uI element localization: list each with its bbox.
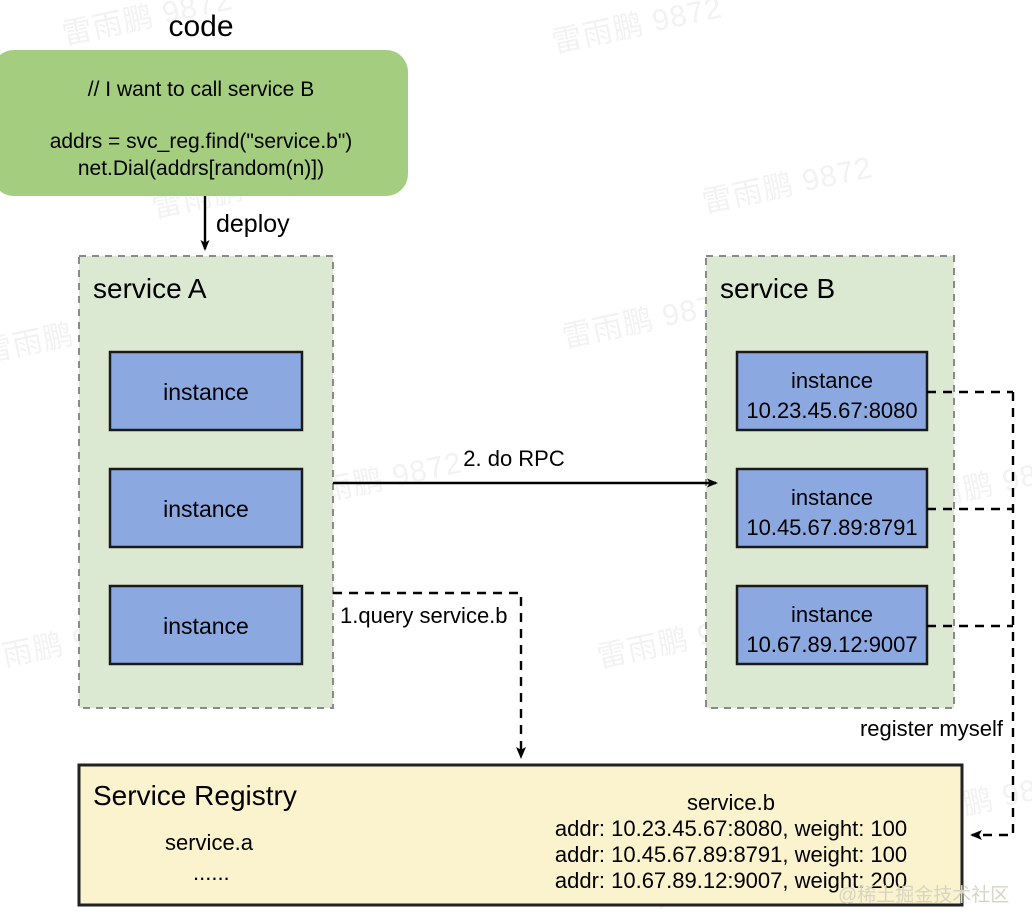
code-line-2: net.Dial(addrs[random(n)]) [78, 157, 324, 180]
registry-left-service: service.a [165, 830, 254, 855]
code-line-1: addrs = svc_reg.find("service.b") [50, 130, 353, 153]
instance-address: 10.67.89.12:9007 [746, 632, 917, 657]
registry-entry-1: addr: 10.23.45.67:8080, weight: 100 [555, 816, 907, 841]
instance-box[interactable] [108, 467, 304, 549]
rpc-edge: 2. do RPC [333, 446, 718, 488]
instance-address: 10.45.67.89:8791 [746, 515, 917, 540]
rpc-label: 2. do RPC [463, 446, 565, 471]
service-b-title: service B [720, 273, 835, 304]
instance-label: instance [163, 496, 249, 522]
register-trunk-arrow [970, 392, 1015, 840]
code-block-body [0, 50, 408, 196]
registry-entry-3: addr: 10.67.89.12:9007, weight: 200 [555, 868, 907, 893]
instance-box[interactable] [735, 584, 929, 666]
service-a-title: service A [93, 273, 207, 304]
instance-label: instance [791, 485, 873, 510]
deploy-edge: deploy [200, 196, 290, 251]
instance-address: 10.23.45.67:8080 [746, 398, 917, 423]
service-b-instance-3[interactable]: instance 10.67.89.12:9007 [735, 584, 929, 666]
service-registry: Service Registry service.a ...... servic… [77, 763, 964, 907]
service-b-instance-1[interactable]: instance 10.23.45.67:8080 [735, 350, 929, 432]
service-b-instance-2[interactable]: instance 10.45.67.89:8791 [735, 467, 929, 549]
instance-box[interactable] [735, 467, 929, 549]
service-a-instance-3[interactable]: instance [108, 584, 304, 666]
registry-entry-2: addr: 10.45.67.89:8791, weight: 100 [555, 842, 907, 867]
query-label: 1.query service.b [340, 603, 508, 628]
instance-label: instance [163, 613, 249, 639]
instance-box[interactable] [735, 350, 929, 432]
instance-label: instance [791, 602, 873, 627]
instance-label: instance [791, 368, 873, 393]
code-comment-line: // I want to call service B [88, 78, 314, 101]
service-a-instance-1[interactable]: instance [108, 350, 304, 432]
registry-title: Service Registry [93, 780, 297, 811]
code-block: // I want to call service B addrs = svc_… [0, 50, 408, 196]
instance-box[interactable] [108, 584, 304, 666]
registry-container [77, 763, 964, 907]
register-label: register myself [860, 716, 1004, 741]
registry-left-more: ...... [193, 860, 230, 885]
service-a-group: service A instance instance instance [78, 255, 334, 709]
query-edge: 1.query service.b [333, 591, 526, 759]
service-a-instance-2[interactable]: instance [108, 467, 304, 549]
registry-right-service: service.b [687, 790, 775, 815]
instance-box[interactable] [108, 350, 304, 432]
register-edge: register myself [860, 390, 1015, 840]
service-b-group: service B instance 10.23.45.67:8080 inst… [705, 255, 955, 709]
deploy-label: deploy [216, 210, 290, 238]
code-title: code [168, 10, 233, 43]
instance-label: instance [163, 379, 249, 405]
